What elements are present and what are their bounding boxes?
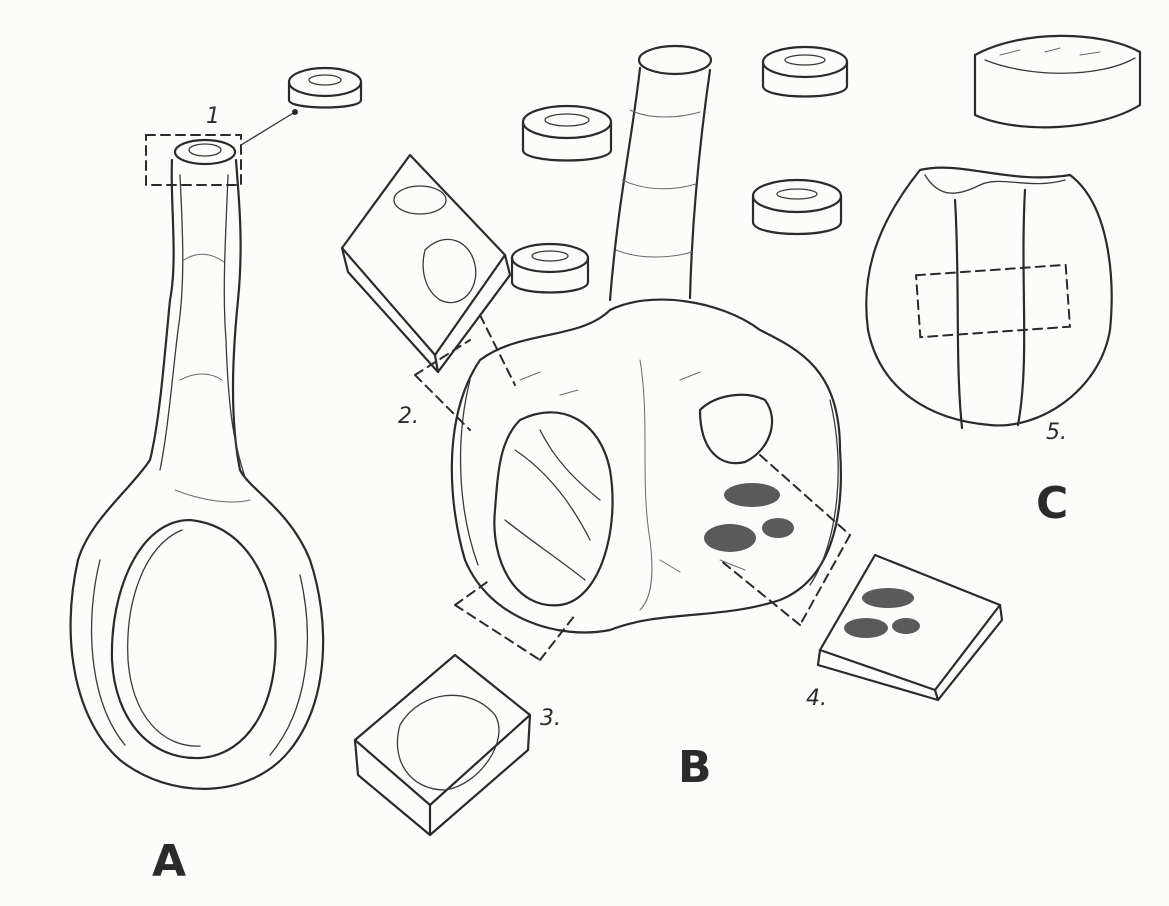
specimen-c-drawing [866,36,1140,428]
region-label-2: 2. [398,404,419,429]
panel-label-b: B [678,742,712,793]
section-disc [753,180,841,234]
section-disc [763,47,847,97]
region-label-3: 3. [540,706,561,731]
specimen-b-drawing [342,46,1002,835]
region-label-4: 4. [806,686,827,711]
region-label-1: 1 [206,104,220,129]
panel-label-a: A [152,836,186,887]
region-label-5: 5. [1046,420,1067,445]
section-disc [523,106,611,161]
panel-label-c: C [1036,478,1068,529]
section-disc [512,244,588,293]
specimen-a-drawing [71,68,361,789]
